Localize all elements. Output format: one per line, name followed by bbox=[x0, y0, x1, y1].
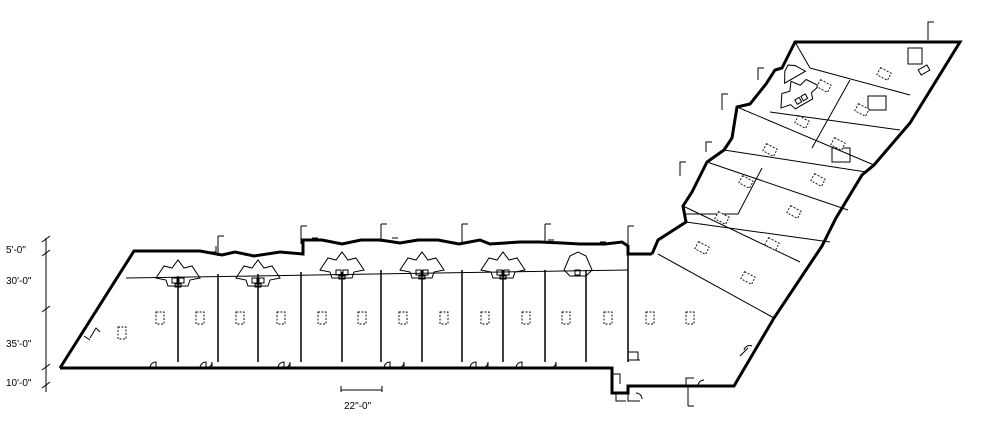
door bbox=[383, 361, 405, 369]
wing-line-11 bbox=[794, 41, 811, 69]
desk bbox=[685, 311, 695, 325]
door bbox=[628, 351, 640, 361]
desk bbox=[876, 67, 892, 81]
desk bbox=[195, 311, 205, 325]
rear-wall bbox=[164, 238, 652, 258]
wing-line-2 bbox=[685, 221, 831, 243]
rear-doors bbox=[210, 237, 606, 253]
desk bbox=[786, 205, 802, 219]
desk bbox=[398, 311, 408, 325]
door-stub bbox=[687, 386, 694, 407]
doors bbox=[83, 237, 753, 407]
desk bbox=[317, 311, 327, 325]
wing-line-8 bbox=[769, 111, 901, 131]
wing-closet-1 bbox=[867, 95, 887, 111]
door bbox=[515, 361, 557, 369]
wing-closet-3 bbox=[907, 47, 923, 65]
core-cluster bbox=[784, 64, 807, 85]
door bbox=[685, 377, 705, 387]
door bbox=[199, 361, 213, 369]
door bbox=[149, 361, 157, 369]
dimension-line-left bbox=[41, 235, 51, 392]
door bbox=[739, 345, 753, 357]
desk bbox=[816, 79, 832, 93]
wing-line-1 bbox=[657, 253, 775, 319]
core-cluster bbox=[399, 251, 445, 280]
core-cluster bbox=[480, 251, 526, 280]
door bbox=[83, 327, 101, 341]
front-wall bbox=[60, 366, 706, 395]
wing-line-7 bbox=[736, 106, 875, 166]
core-cluster bbox=[563, 251, 593, 277]
core-cluster bbox=[319, 251, 365, 280]
desk bbox=[854, 103, 870, 117]
scale-label: 22"-0" bbox=[344, 401, 372, 412]
desk bbox=[155, 311, 165, 325]
dimension-label: 30'-0" bbox=[6, 276, 32, 287]
desk bbox=[117, 326, 127, 340]
desk bbox=[645, 311, 655, 325]
door bbox=[277, 361, 291, 369]
desk bbox=[276, 311, 286, 325]
dimension-label: 35'-0" bbox=[6, 339, 32, 350]
wing-line-6 bbox=[723, 149, 867, 173]
wing-line-9 bbox=[809, 67, 911, 96]
desk bbox=[830, 137, 846, 151]
wing-line-5 bbox=[706, 161, 849, 211]
corridor-line bbox=[125, 269, 629, 279]
workstations bbox=[117, 67, 892, 340]
wing-closet-2 bbox=[831, 147, 851, 163]
wing-partitions bbox=[657, 21, 934, 319]
desk bbox=[740, 271, 756, 285]
wing-stubs bbox=[679, 21, 934, 176]
core-cluster bbox=[780, 78, 820, 110]
desk bbox=[235, 311, 245, 325]
desk bbox=[439, 311, 449, 325]
desk bbox=[357, 311, 367, 325]
wing-line-4 bbox=[686, 167, 763, 215]
desk bbox=[738, 175, 754, 189]
desk bbox=[480, 311, 490, 325]
desk bbox=[794, 115, 810, 129]
desk bbox=[714, 211, 730, 225]
door bbox=[469, 361, 489, 369]
scale-bar bbox=[340, 386, 383, 392]
desk bbox=[694, 241, 710, 255]
west-end-wall bbox=[58, 249, 164, 369]
wing-line-3 bbox=[682, 205, 801, 263]
interior-walls bbox=[125, 223, 634, 362]
desk bbox=[762, 143, 778, 157]
core-cluster bbox=[917, 64, 931, 76]
stub-caps bbox=[218, 223, 634, 237]
outer-walls bbox=[58, 40, 963, 395]
desk bbox=[810, 173, 826, 187]
dimension-label: 5'-0" bbox=[6, 245, 26, 256]
desk bbox=[561, 311, 571, 325]
desk bbox=[521, 311, 531, 325]
dimension-label: 10'-0" bbox=[6, 378, 32, 389]
door bbox=[612, 373, 643, 402]
desk bbox=[603, 311, 613, 325]
core-cluster bbox=[155, 259, 201, 288]
core-cluster bbox=[235, 259, 281, 288]
core-clusters bbox=[155, 64, 931, 288]
desk bbox=[764, 237, 780, 251]
wing-west-wall bbox=[650, 40, 963, 388]
wing-line-10 bbox=[811, 79, 851, 149]
